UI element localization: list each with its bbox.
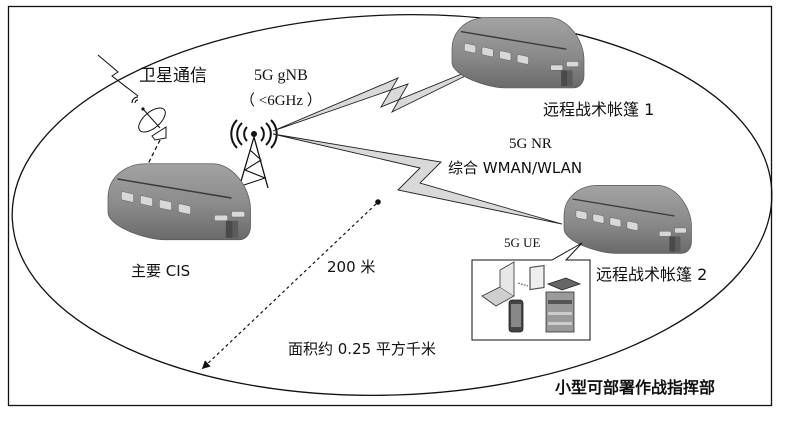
gnb-label-line1: 5G gNB bbox=[254, 67, 308, 84]
diagram-title: 小型可部署作战指挥部 bbox=[555, 378, 716, 397]
nr-label-line2: 综合 WMAN/WLAN bbox=[448, 159, 583, 177]
remote-tent-1-icon bbox=[451, 16, 585, 89]
radius-arrow bbox=[201, 203, 377, 370]
satellite-to-cis-link bbox=[145, 139, 161, 169]
main-cis-label: 主要 CIS bbox=[131, 262, 191, 280]
ue-label: 5G UE bbox=[504, 235, 541, 250]
smartphone-icon bbox=[508, 299, 524, 333]
radius-label: 200 米 bbox=[327, 258, 376, 276]
area-boundary-ellipse bbox=[11, 14, 773, 396]
ue-callout bbox=[471, 242, 591, 341]
area-label: 面积约 0.25 平方千米 bbox=[288, 340, 436, 358]
printer-icon bbox=[545, 277, 582, 333]
satellite-dish-icon bbox=[131, 96, 167, 141]
satellite-label: 卫星通信 bbox=[139, 66, 207, 86]
satellite-link-bolt bbox=[97, 54, 139, 97]
cell-tower-icon bbox=[230, 119, 278, 189]
main-cis-tent-icon bbox=[107, 163, 252, 241]
center-point bbox=[375, 199, 381, 205]
tablet-icon bbox=[517, 264, 545, 291]
remote-tent-2-label: 远程战术帐篷 2 bbox=[596, 265, 708, 284]
nr-label-line1: 5G NR bbox=[509, 136, 552, 152]
link-bolt-tent2 bbox=[272, 133, 563, 225]
gnb-label-line2: （ <6GHz ） bbox=[240, 93, 322, 109]
remote-tent-2-icon bbox=[563, 184, 693, 255]
remote-tent-1-label: 远程战术帐篷 1 bbox=[543, 100, 655, 119]
laptop-icon bbox=[481, 261, 515, 307]
